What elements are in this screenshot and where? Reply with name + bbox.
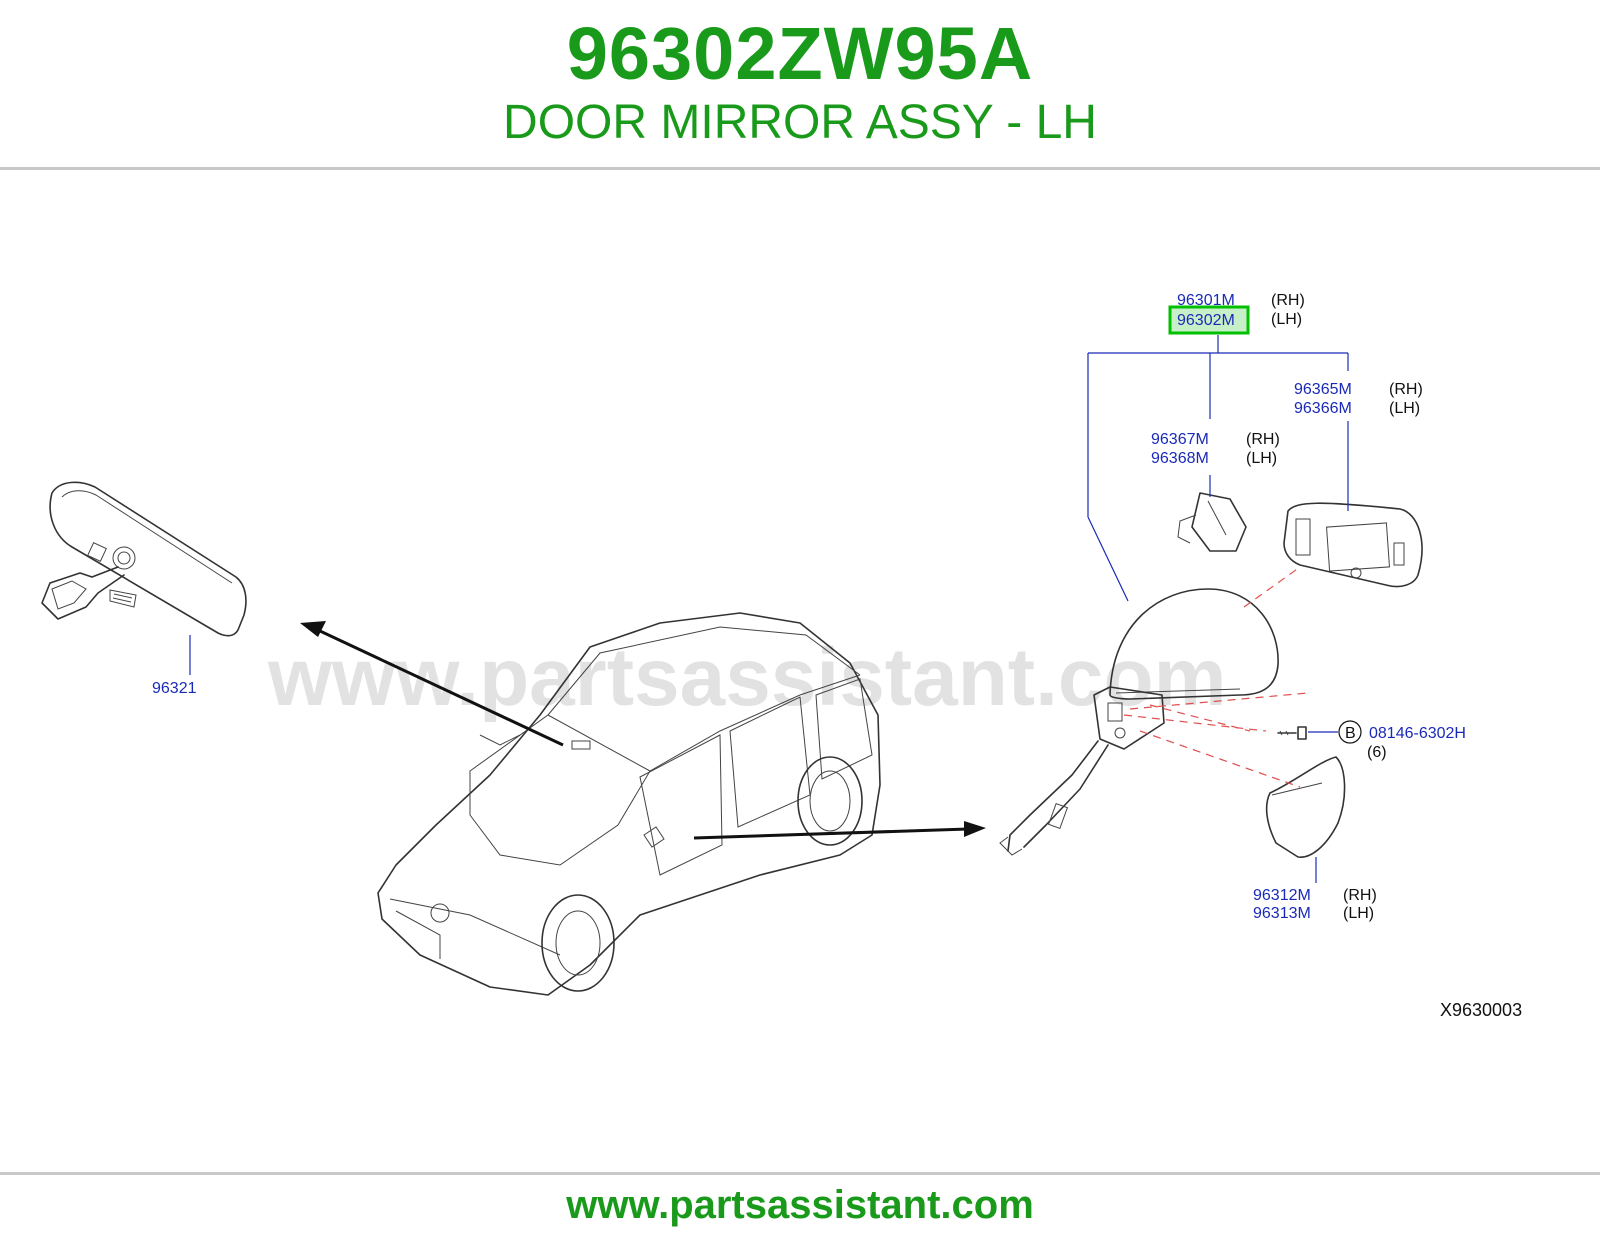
label-96301m-side: (RH) bbox=[1271, 292, 1305, 309]
footer-website-link[interactable]: www.partsassistant.com bbox=[566, 1183, 1034, 1227]
assembly-dashed-lines bbox=[1123, 566, 1309, 788]
label-96368m: 96368M bbox=[1151, 450, 1209, 467]
label-96301m: 96301M bbox=[1177, 292, 1235, 309]
label-08146-6302h: 08146-6302H bbox=[1369, 725, 1466, 742]
parts-diagram: www.partsassistant.com 96321 bbox=[0, 175, 1600, 1165]
label-quantity: (6) bbox=[1367, 744, 1387, 761]
arrow-to-rearview-mirror bbox=[300, 621, 564, 747]
label-96367m: 96367M bbox=[1151, 431, 1209, 448]
highlight-box-96302m bbox=[1168, 305, 1250, 335]
callout-b-letter: B bbox=[1345, 725, 1356, 742]
part-name-subtitle: DOOR MIRROR ASSY - LH bbox=[503, 96, 1097, 149]
leader-lines bbox=[1087, 335, 1349, 883]
label-96365m: 96365M bbox=[1294, 381, 1352, 398]
arrow-to-door-mirror bbox=[693, 821, 986, 840]
label-96312m: 96312M bbox=[1253, 887, 1311, 904]
rearview-mirror-illustration bbox=[41, 481, 247, 637]
label-96366m: 96366M bbox=[1294, 400, 1352, 417]
label-96365m-side: (RH) bbox=[1389, 381, 1423, 398]
part-number-title: 96302ZW95A bbox=[566, 12, 1034, 95]
label-96302m-highlighted[interactable]: 96302M bbox=[1177, 312, 1235, 329]
page-header: 96302ZW95A DOOR MIRROR ASSY - LH bbox=[0, 0, 1600, 170]
label-96313m-side: (LH) bbox=[1343, 905, 1374, 922]
label-96366m-side: (LH) bbox=[1389, 400, 1420, 417]
footer-divider bbox=[0, 1172, 1600, 1175]
label-96302m-side: (LH) bbox=[1271, 311, 1302, 328]
label-96367m-side: (RH) bbox=[1246, 431, 1280, 448]
label-96321: 96321 bbox=[152, 680, 197, 697]
diagram-canvas: www.partsassistant.com 96321 bbox=[41, 292, 1522, 1020]
figure-code: X9630003 bbox=[1440, 1000, 1522, 1020]
label-96368m-side: (LH) bbox=[1246, 450, 1277, 467]
door-mirror-illustration bbox=[999, 492, 1423, 858]
car-illustration bbox=[377, 612, 881, 996]
label-96312m-side: (RH) bbox=[1343, 887, 1377, 904]
header-divider bbox=[0, 167, 1600, 170]
watermark-text: www.partsassistant.com bbox=[267, 632, 1227, 723]
label-96313m: 96313M bbox=[1253, 905, 1311, 922]
callout-b-circle bbox=[1338, 720, 1362, 744]
